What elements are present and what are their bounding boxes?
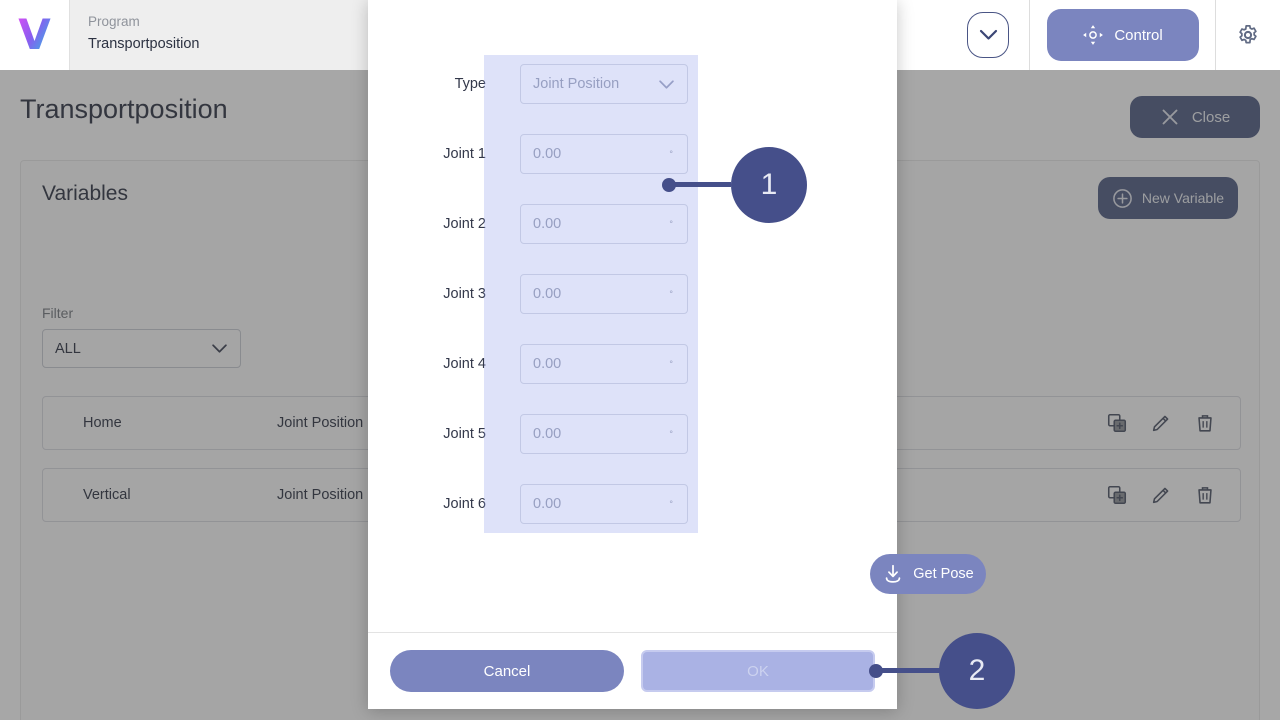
form-row-joint-6: Joint 6 0.00 ° [368,481,897,527]
chevron-down-icon [659,79,674,89]
close-x-icon [1162,109,1178,125]
joint-3-input[interactable]: 0.00 ° [520,274,688,314]
joint-5-value: 0.00 [533,426,562,442]
status-expand-button[interactable] [967,12,1009,58]
row-actions [1106,484,1240,506]
form-row-joint-4: Joint 4 0.00 ° [368,341,897,387]
chevron-down-icon [212,344,227,353]
chevron-down-icon [979,29,997,40]
degree-unit: ° [669,359,673,369]
gear-icon [1239,25,1257,44]
duplicate-button[interactable] [1106,484,1128,506]
joint-6-label: Joint 6 [443,496,486,512]
edit-pencil-icon [1152,487,1169,504]
program-label: Program [88,14,140,29]
joint-1-label: Joint 1 [443,146,486,162]
row-actions [1106,412,1240,434]
new-variable-label: New Variable [1141,190,1225,206]
app-logo: V [0,0,70,70]
cancel-button[interactable]: Cancel [390,650,624,692]
delete-trash-icon [1198,487,1212,504]
ok-button[interactable]: OK [641,650,875,692]
filter-label: Filter [42,305,74,321]
joint-2-label: Joint 2 [443,216,486,232]
annotation-2-dot [869,664,883,678]
plus-circle-icon [1113,188,1132,208]
filter-select[interactable]: ALL [42,329,241,368]
annotation-1-line [669,182,731,187]
variable-name: Vertical [83,487,131,503]
joint-4-label: Joint 4 [443,356,486,372]
joint-6-input[interactable]: 0.00 ° [520,484,688,524]
panel-title: Variables [42,182,128,205]
settings-button[interactable] [1216,0,1280,70]
annotation-1-badge: 1 [731,147,807,223]
degree-unit: ° [669,289,673,299]
form-row-joint-3: Joint 3 0.00 ° [368,271,897,317]
type-select-value: Joint Position [533,76,620,92]
joint-5-input[interactable]: 0.00 ° [520,414,688,454]
delete-button[interactable] [1194,412,1216,434]
variable-name: Home [83,415,122,431]
degree-unit: ° [669,499,673,509]
get-pose-label: Get Pose [913,566,974,582]
program-value: Transportposition [88,36,200,52]
new-variable-button[interactable]: New Variable [1098,177,1238,219]
joint-4-input[interactable]: 0.00 ° [520,344,688,384]
page-title: Transportposition [20,94,228,124]
close-button-label: Close [1191,108,1231,126]
close-button[interactable]: Close [1130,96,1260,138]
annotation-2-line [876,668,941,673]
form-row-joint-2: Joint 2 0.00 ° [368,201,897,247]
joint-3-label: Joint 3 [443,286,486,302]
joint-4-value: 0.00 [533,356,562,372]
annotation-2-badge: 2 [939,633,1015,709]
delete-button[interactable] [1194,484,1216,506]
variable-type: Joint Position [277,415,364,431]
edit-button[interactable] [1150,484,1172,506]
duplicate-icon [1107,485,1127,505]
control-section: Control [1030,0,1216,70]
joint-2-input[interactable]: 0.00 ° [520,204,688,244]
degree-unit: ° [669,219,673,229]
get-pose-button[interactable]: Get Pose [870,554,986,594]
move-joystick-icon [1083,25,1104,45]
edit-button[interactable] [1150,412,1172,434]
duplicate-icon [1107,413,1127,433]
joint-1-value: 0.00 [533,146,562,162]
v-logo-icon: V [18,10,51,59]
control-button-label: Control [1114,26,1163,44]
modal-footer: Cancel OK [368,633,897,709]
joint-6-value: 0.00 [533,496,562,512]
edit-pencil-icon [1152,415,1169,432]
degree-unit: ° [669,149,673,159]
download-pose-icon [885,564,901,583]
joint-5-label: Joint 5 [443,426,486,442]
joint-3-value: 0.00 [533,286,562,302]
modal-divider [368,632,897,633]
duplicate-button[interactable] [1106,412,1128,434]
form-row-joint-5: Joint 5 0.00 ° [368,411,897,457]
page-header: Transportposition Close [0,70,1280,144]
form-row-type: Type Joint Position [368,61,897,107]
pose-form: Type Joint Position Joint 1 0.00 ° Joint… [368,0,986,632]
joint-2-value: 0.00 [533,216,562,232]
degree-unit: ° [669,429,673,439]
variable-type: Joint Position [277,487,364,503]
type-label: Type [454,76,486,92]
control-button[interactable]: Control [1046,9,1199,61]
type-select[interactable]: Joint Position [520,64,688,104]
filter-select-value: ALL [55,340,81,357]
joint-1-input[interactable]: 0.00 ° [520,134,688,174]
form-row-joint-1: Joint 1 0.00 ° [368,131,897,177]
pose-editor-dialog: Type Joint Position Joint 1 0.00 ° Joint… [368,0,986,709]
delete-trash-icon [1198,415,1212,432]
annotation-1-dot [662,178,676,192]
